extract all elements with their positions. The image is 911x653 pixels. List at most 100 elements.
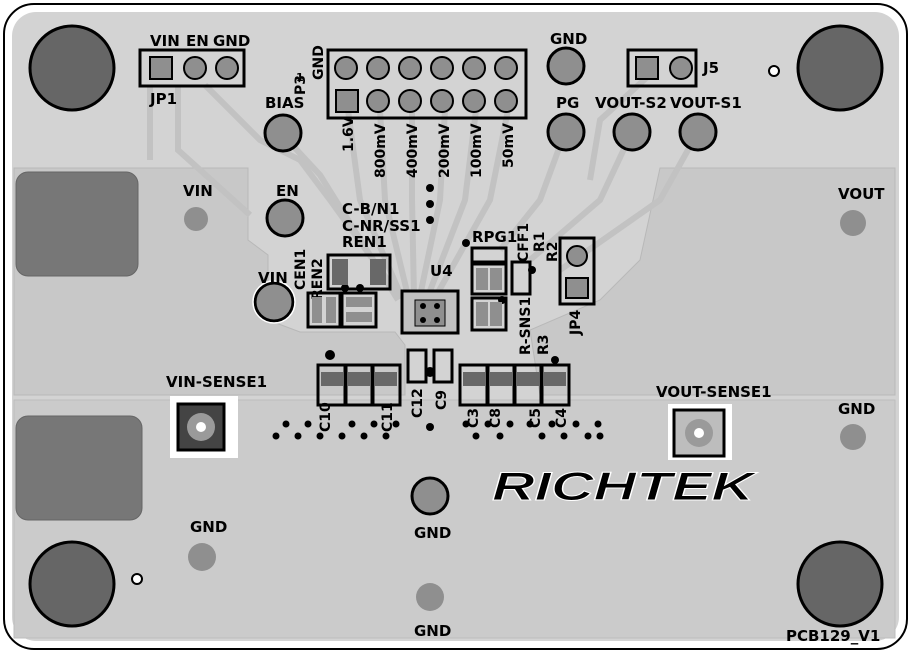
vin-pad-label: VIN xyxy=(183,182,213,200)
ren1-component xyxy=(326,253,392,291)
p3-gnd-label: GND xyxy=(311,45,327,80)
ren1-pad-a xyxy=(332,259,348,285)
pcb-id-label: PCB129_V1 xyxy=(786,627,880,645)
p3-label-1v6: 1.6V xyxy=(341,116,357,152)
r1-component xyxy=(470,262,508,296)
mounting-hole-br xyxy=(796,540,884,628)
c-nr-ss1-label: C-NR/SS1 xyxy=(342,217,421,235)
r1-label: R1 xyxy=(532,231,548,252)
vout-sense1-center-hole xyxy=(694,428,704,438)
r-sns1-pad-b xyxy=(490,302,502,326)
c12-label: C12 xyxy=(410,388,426,418)
jp1-pin-1[interactable] xyxy=(149,56,173,80)
gnd-bottom-via xyxy=(416,583,444,611)
jp4-pin-1[interactable] xyxy=(566,245,588,267)
jp4-ref-label: JP4 xyxy=(568,310,584,336)
p3-label-800mv: 800mV xyxy=(373,123,389,178)
vout-pad-label: VOUT xyxy=(838,185,885,203)
p3-pin1-marker: 1 xyxy=(296,71,304,84)
p3-label-200mv: 200mV xyxy=(437,123,453,178)
c3-label: C3 xyxy=(466,408,482,428)
u4-thermal-vias xyxy=(420,303,440,323)
ren2-pad-a xyxy=(346,297,372,307)
r2-label: R2 xyxy=(545,241,561,262)
ground-via-row xyxy=(272,420,604,440)
jp1-en-label: EN xyxy=(186,32,209,50)
jp1-gnd-label: GND xyxy=(213,32,250,50)
r1-pad-b xyxy=(490,268,502,290)
vout-via xyxy=(840,210,866,236)
vin-via xyxy=(184,207,208,231)
cen1-pad-a xyxy=(312,297,322,323)
vout-s2-testpoint[interactable] xyxy=(612,112,652,152)
vin-sense1-label: VIN-SENSE1 xyxy=(166,373,267,391)
gnd-bottom-label: GND xyxy=(414,622,451,640)
u4-label: U4 xyxy=(430,262,453,280)
jp1-vin-label: VIN xyxy=(150,32,180,50)
jp1-pin-2[interactable] xyxy=(183,56,207,80)
en-testpoint[interactable] xyxy=(265,198,305,238)
p3-ref-label: P3 xyxy=(293,75,309,95)
ren2-component xyxy=(340,291,378,329)
ren2-pad-b xyxy=(346,312,372,322)
jp1-pin-3[interactable] xyxy=(215,56,239,80)
bias-testpoint[interactable] xyxy=(263,113,303,153)
output-capacitor-row xyxy=(458,363,571,407)
gnd-top-testpoint[interactable] xyxy=(546,46,586,86)
j5-pin-2[interactable] xyxy=(669,56,693,80)
jp1-header-outline xyxy=(138,48,246,88)
j5-header-outline xyxy=(626,48,698,88)
r-sns1-pad-a xyxy=(476,302,488,326)
mounting-hole-tr xyxy=(796,24,884,112)
c12-component xyxy=(406,348,428,384)
vin-testpoint-ring xyxy=(252,280,296,324)
rpg1-component xyxy=(470,246,508,264)
vin-sense1-center-hole xyxy=(196,422,206,432)
cff1-label: CFF1 xyxy=(516,223,532,262)
gnd-copper-pour xyxy=(13,399,896,639)
bias-label: BIAS xyxy=(265,94,304,112)
r3-label: R3 xyxy=(536,334,552,355)
j5-ref-label: J5 xyxy=(702,59,719,77)
cff1-component xyxy=(510,260,532,296)
pg-testpoint[interactable] xyxy=(546,112,586,152)
richtek-logo: RICHTEK xyxy=(492,465,759,509)
cen1-label: CEN1 xyxy=(293,249,309,290)
r1-pad-a xyxy=(476,268,488,290)
jp4-header-outline xyxy=(558,236,596,306)
pg-label: PG xyxy=(556,94,579,112)
c10-label: C10 xyxy=(318,402,334,432)
r-sns1-label: R-SNS1 xyxy=(518,297,534,355)
gnd-power-pad[interactable] xyxy=(15,415,143,521)
jp1-ref-label: JP1 xyxy=(149,90,177,108)
rpg1-label: RPG1 xyxy=(472,228,517,246)
fiducial-bottom-left xyxy=(131,573,143,585)
p3-label-50mv: 50mV xyxy=(501,123,517,168)
p3-header-outline xyxy=(326,48,528,120)
u4-thermal-pad xyxy=(414,299,446,327)
gnd-center-label: GND xyxy=(414,524,451,542)
vin-testpoint[interactable] xyxy=(253,281,295,323)
ren2-label: REN2 xyxy=(310,258,326,300)
en-label: EN xyxy=(276,182,299,200)
r-sns1-component xyxy=(470,296,508,332)
vout-s1-label: VOUT-S1 xyxy=(670,94,742,112)
vout-copper-pour xyxy=(529,167,896,396)
fiducial-top-right xyxy=(768,65,780,77)
gnd-center-testpoint[interactable] xyxy=(410,476,450,516)
gnd-bottom-left-label: GND xyxy=(190,518,227,536)
gnd-right-via xyxy=(840,424,866,450)
jp4-pin-2[interactable] xyxy=(565,277,589,299)
cen1-component xyxy=(306,291,342,329)
c9-label: C9 xyxy=(434,390,450,410)
p3-pins[interactable] xyxy=(334,56,518,113)
ren1-pad-b xyxy=(370,259,386,285)
vin-power-pad[interactable] xyxy=(15,171,139,277)
c8-label: C8 xyxy=(488,408,504,428)
p3-label-400mv: 400mV xyxy=(405,123,421,178)
signal-traces xyxy=(147,67,701,302)
j5-pin-1[interactable] xyxy=(635,56,659,80)
gnd-top-label: GND xyxy=(550,30,587,48)
vout-s1-testpoint[interactable] xyxy=(678,112,718,152)
